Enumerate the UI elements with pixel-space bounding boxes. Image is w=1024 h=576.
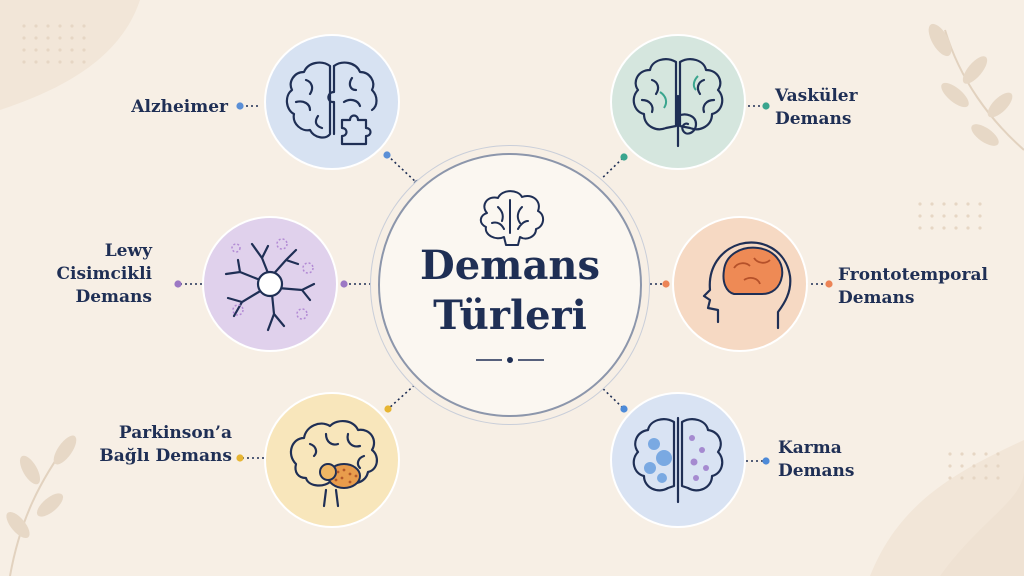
connector-dot-karma (620, 405, 628, 413)
node-karma (610, 392, 746, 528)
label-karma-line-1: Karma (778, 438, 842, 458)
leaf-branch-top-right (928, 23, 1024, 151)
connector-dot-frontotemporal (662, 280, 670, 288)
title-line-2: Türleri (433, 292, 587, 339)
label-lewy-line-3: Demans (75, 287, 153, 307)
label-vaskuler-line-2: Demans (775, 109, 852, 129)
label-dot-alzheimer (236, 102, 244, 110)
connector-dot-parkinson (384, 405, 392, 413)
label-parkinson-line-1: Parkinson’a (118, 423, 232, 443)
title-line-1: Demans (420, 242, 600, 289)
label-parkinson: Parkinson’a Bağlı Demans (99, 422, 232, 468)
connector-anchor-alzheimer (413, 179, 423, 189)
brain-mixed-icon (632, 416, 724, 504)
center-circle: Demans Türleri (378, 153, 642, 417)
connector-vaskuler (595, 156, 625, 185)
node-alzheimer (264, 34, 400, 170)
connector-parkinson (387, 381, 419, 410)
label-dot-karma (762, 457, 770, 465)
label-frontotemporal: Frontotemporal Demans (838, 264, 988, 310)
brain-puzzle-icon (285, 61, 378, 146)
label-frontotemporal-line-1: Frontotemporal (838, 265, 988, 285)
label-lewy: Lewy Cisimcikli Demans (56, 240, 152, 309)
label-alzheimer: Alzheimer (131, 96, 228, 119)
label-alzheimer-line-1: Alzheimer (131, 97, 228, 117)
label-dot-lewy (174, 280, 182, 288)
connector-karma (595, 381, 625, 410)
connector-dot-vaskuler (620, 153, 628, 161)
node-lewy (202, 216, 338, 352)
node-parkinson (264, 392, 400, 528)
label-lewy-line-1: Lewy (104, 241, 152, 261)
connector-dot-lewy (340, 280, 348, 288)
label-karma: Karma Demans (778, 437, 855, 483)
label-parkinson-line-2: Bağlı Demans (99, 446, 232, 466)
label-dot-frontotemporal (825, 280, 833, 288)
label-lewy-line-2: Cisimcikli (56, 264, 152, 284)
dot-grid-bottom-right (948, 452, 1000, 480)
head-brain-frontal-icon (702, 241, 792, 330)
connector-dot-alzheimer (383, 151, 391, 159)
dot-grid-right (918, 202, 982, 230)
connector-alzheimer (386, 154, 419, 185)
leaf-branch-bottom-left (6, 435, 77, 576)
center-brain-icon (476, 190, 544, 363)
dot-grid-top-left (22, 24, 86, 64)
node-frontotemporal (672, 216, 808, 352)
label-karma-line-2: Demans (778, 461, 855, 481)
brain-basal-ganglia-icon (289, 420, 378, 508)
neuron-icon (224, 238, 316, 332)
node-vaskuler (610, 34, 746, 170)
label-dot-vaskuler (762, 102, 770, 110)
page-title: Demans Türleri (380, 241, 640, 341)
label-vaskuler: Vasküler Demans (775, 85, 858, 131)
brain-vessels-icon (632, 58, 724, 148)
label-vaskuler-line-1: Vasküler (775, 86, 858, 106)
label-frontotemporal-line-2: Demans (838, 288, 915, 308)
label-dot-parkinson (236, 454, 244, 462)
